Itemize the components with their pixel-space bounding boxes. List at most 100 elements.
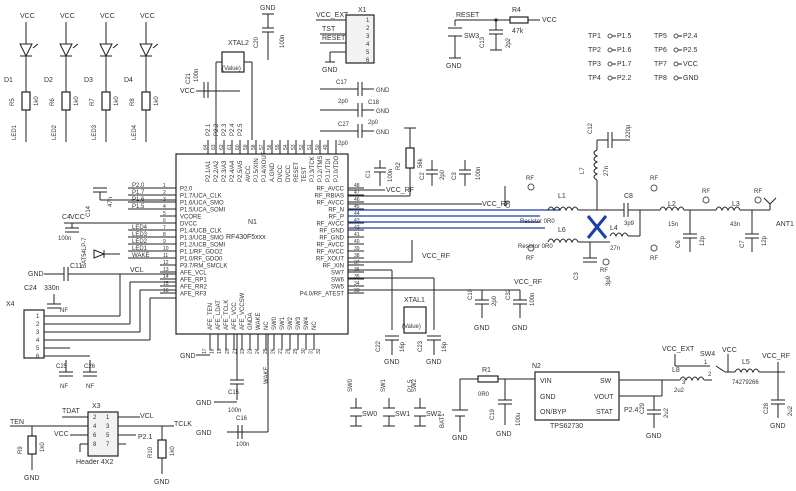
sw4-pin-2: 2: [708, 372, 712, 378]
x3-pin-3: 3: [106, 424, 110, 430]
vcc-rf-4: VCC_RF: [422, 253, 450, 260]
led-vcc-2: VCC: [60, 13, 75, 20]
sw-ref-3: SW2: [426, 411, 441, 418]
mcu-right-num-2: 47: [354, 190, 360, 196]
r9-ref: R9: [18, 446, 24, 454]
gnd-c32: GND: [512, 325, 528, 332]
mcu-bottom-pin-1: AFE_TEN: [208, 303, 214, 330]
mcu-top-pin-14: PJ.3/TCK: [310, 156, 316, 182]
vcc-sw4: VCC: [722, 347, 737, 354]
mcu-right-num-1: 48: [354, 183, 360, 189]
mcu-right-pin-13: SW7: [331, 271, 345, 277]
mcu-left-num-8: 8: [163, 232, 166, 238]
x3-vcl: VCL: [140, 413, 154, 420]
c3-ref: C3: [574, 272, 580, 280]
x4-pin-1: 1: [36, 314, 40, 320]
mcu-top-pin-10: DVCC: [278, 164, 284, 182]
mcu-right-num-11: 38: [354, 253, 360, 259]
led-r-val-2: 1k0: [74, 96, 80, 106]
rf-xtal-caps: C17 2p0 GND C18 2p0 GND C27 2p0 GND: [320, 80, 390, 147]
tp-id-1: TP1: [588, 33, 601, 40]
mcu-top-num-12: 53: [291, 144, 297, 150]
n2-vin: VIN: [540, 378, 552, 385]
vcc-rf-1: VCC_RF: [386, 187, 414, 194]
c27-gnd: GND: [376, 130, 390, 136]
mcu-right-num-4: 45: [354, 204, 360, 210]
mcu-top-pin-13: TEST: [302, 166, 308, 182]
c17-val: 2p0: [338, 99, 349, 105]
c27-val: 2p0: [338, 141, 349, 147]
x1-pin-1: 1: [366, 18, 370, 24]
n2-body: [534, 371, 620, 421]
led-r-val-3: 1k0: [114, 96, 120, 106]
n2-part: TPS62730: [550, 423, 583, 430]
led-net-4: LED4: [132, 124, 138, 140]
mcu-left-pin-6: DVCC: [180, 222, 198, 228]
x3-pin-1: 1: [106, 415, 110, 421]
mcu-left-num-2: 2: [163, 190, 166, 196]
xtal1-value: (Value): [402, 324, 421, 330]
mcu-top-pin-11: DVCC: [286, 164, 292, 182]
mcu-top-num-3: 62: [219, 144, 225, 150]
n2-sw: SW: [600, 378, 612, 385]
c14-ref: C14: [86, 205, 92, 217]
mcu-left-num-14: 14: [163, 274, 169, 280]
bat54: BAT54LP-7: [82, 237, 88, 268]
mcu-bottom-num-14: 30: [301, 348, 307, 354]
mcu-bottom-pin-9: SW0: [272, 316, 278, 330]
tp-id-6: TP6: [654, 47, 667, 54]
mcu-bottom-num-6: 22: [240, 348, 246, 354]
c1-val: 100n: [388, 169, 394, 182]
rf-tp4: RF: [600, 268, 608, 274]
mcu-bottom-pin-5: AFE_VCCSW: [240, 292, 246, 330]
led-net-3: LED3: [92, 124, 98, 140]
mcu-bottom-num-2: 18: [210, 348, 216, 354]
mcu-right-num-12: 37: [354, 260, 360, 266]
c26-nf: NF: [86, 384, 94, 390]
x4-pin-5: 5: [36, 346, 40, 352]
c6-val: 12p: [700, 235, 706, 246]
left-net-10: LED1: [132, 246, 148, 252]
mcu-bottom-num-5: 21: [232, 348, 238, 354]
mcu-left-pin-2: P1.7/UCA_CLK: [180, 194, 222, 200]
x3-tclk: TCLK: [174, 421, 192, 428]
x1-pin-2: 2: [366, 26, 370, 32]
mcu-top-num-15: 50: [315, 144, 321, 150]
mcu-left-pin-3: P1.6/UCA_SMO: [180, 201, 224, 207]
r2-val: 56k: [418, 157, 424, 168]
left-net-8: LED3: [132, 232, 148, 238]
x1-gnd: GND: [322, 67, 338, 74]
x1-pin-3: 3: [366, 34, 370, 40]
r9-val: 1k0: [40, 442, 46, 452]
left-net-9: LED2: [132, 239, 148, 245]
tp-id-2: TP2: [588, 47, 601, 54]
vcc-r4: VCC: [542, 17, 557, 24]
gnd-r10: GND: [154, 479, 170, 486]
mcu-top-pin-6: AVCC: [246, 165, 252, 182]
rf-tp3: RF: [650, 176, 658, 182]
l5-ref: L5: [742, 359, 750, 366]
led-ref-2: D2: [44, 77, 53, 84]
c18-gnd: GND: [376, 109, 390, 115]
mcu-bottom-num-11: 27: [278, 348, 284, 354]
n2-gnd: GND: [540, 394, 556, 401]
l1-ref: L1: [558, 193, 566, 200]
rf-lower: VCC_RF VCC_RF C10 2p0 GND C32 100n GND X…: [348, 240, 542, 366]
c21-ref: C21: [186, 72, 192, 84]
led-r-ref-3: R7: [90, 98, 96, 106]
mcu-left-num-6: 6: [163, 218, 166, 224]
l8-val: 2u2: [674, 388, 685, 394]
mcu-top-num-14: 51: [307, 144, 313, 150]
mcu-top-num-1: 64: [203, 144, 209, 150]
x3-ref: X3: [92, 403, 101, 410]
mcu-right-num-3: 46: [354, 197, 360, 203]
vcl-label: VCL: [130, 267, 144, 274]
mcu-left-num-7: 7: [163, 225, 166, 231]
mcu-bottom-num-15: 31: [308, 348, 314, 354]
mcu-left-pin-7: P1.4/UCB_CLK: [180, 229, 222, 235]
x3-ten: TEN: [10, 419, 24, 426]
mcu-bottom-num-9: 25: [263, 348, 269, 354]
c3c-ref: C3: [452, 172, 458, 180]
mcu-bottom-pin-13: SW4: [304, 316, 310, 330]
